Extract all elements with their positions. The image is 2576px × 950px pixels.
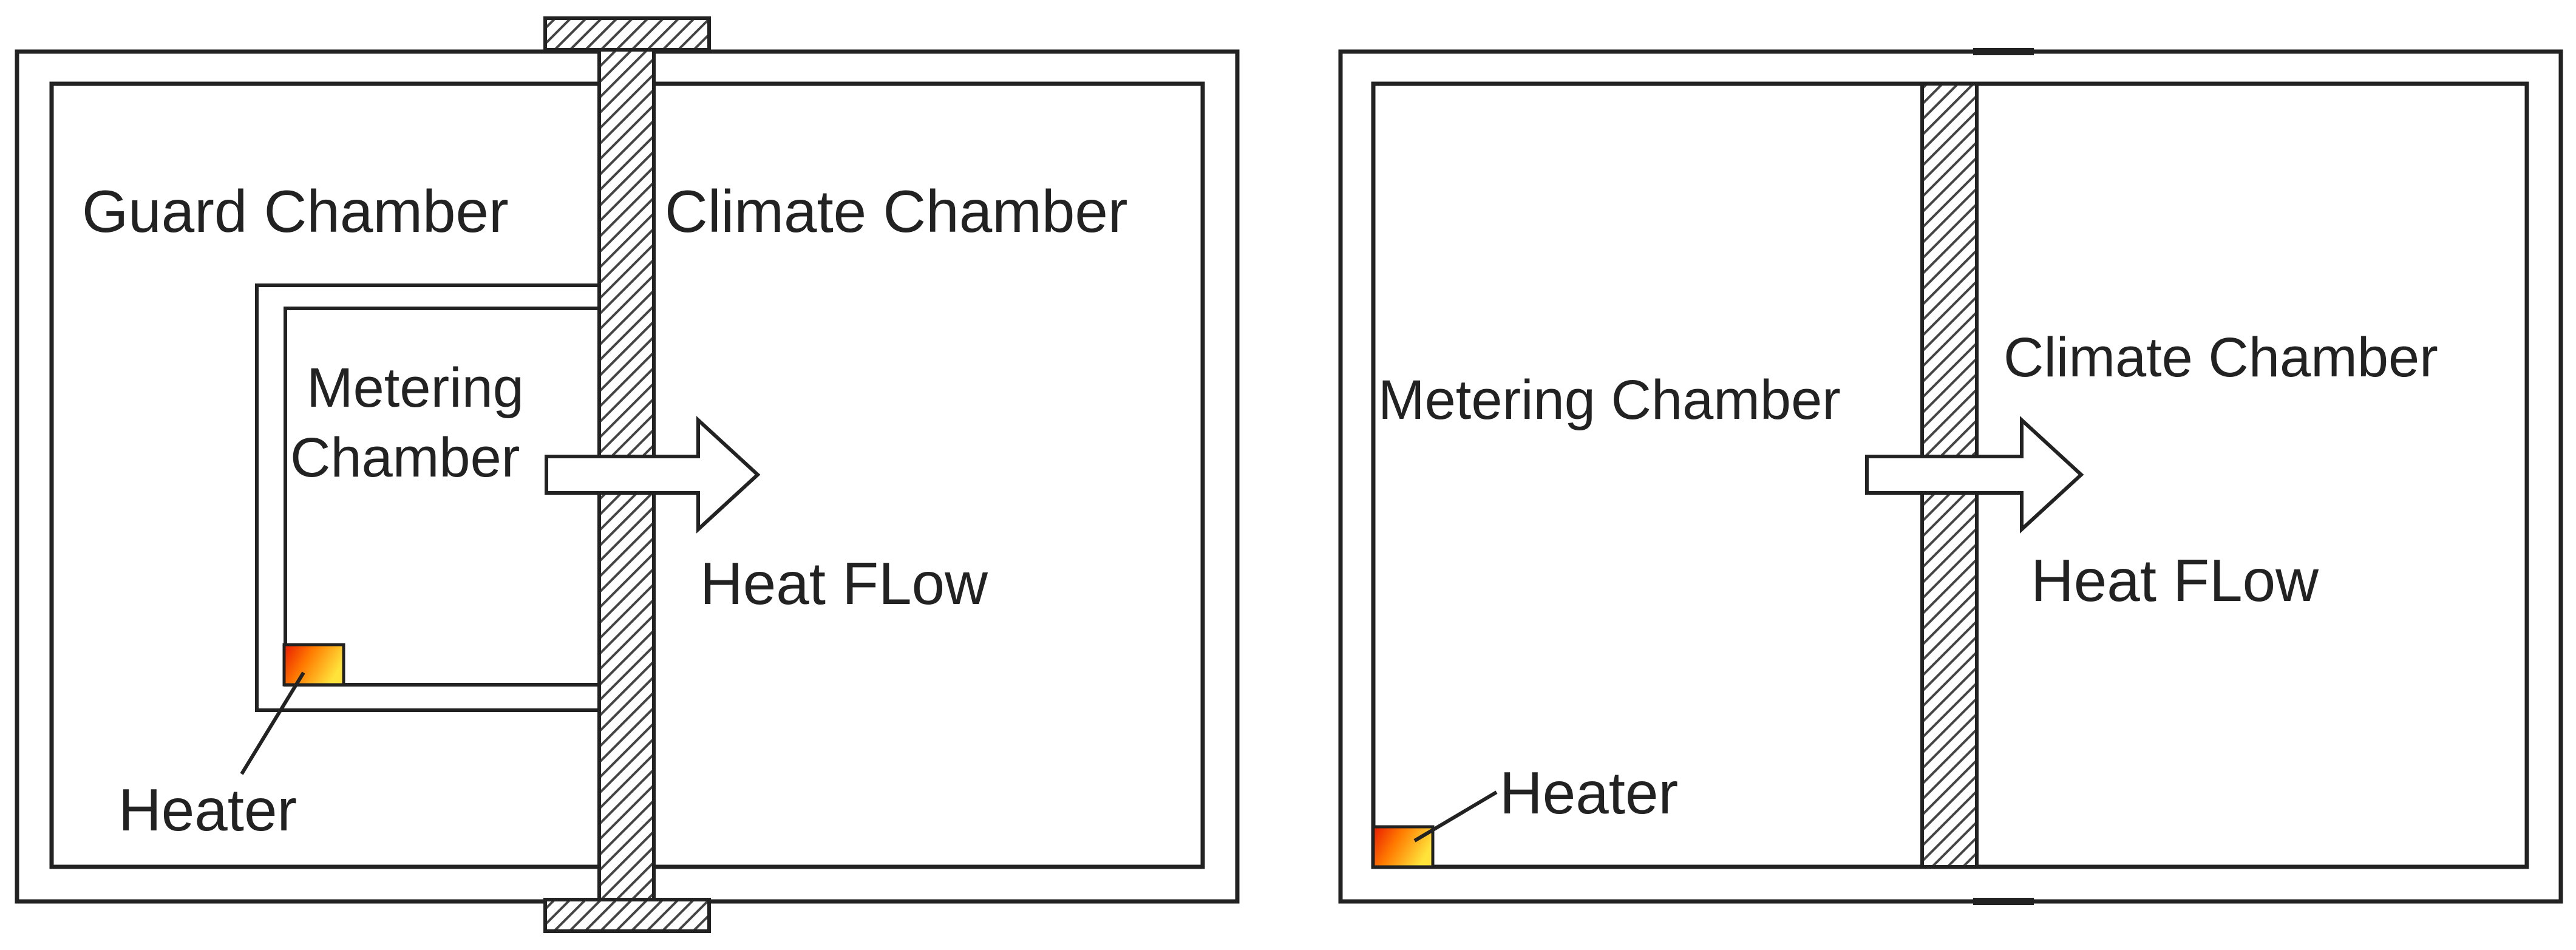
metering-chamber-label-line2: Chamber: [290, 427, 520, 489]
right-metering-chamber-label: Metering Chamber: [1378, 369, 1841, 431]
guard-chamber-label: Guard Chamber: [82, 178, 509, 245]
right-climate-chamber-label: Climate Chamber: [2003, 327, 2438, 388]
right-panel-calibrated-hot-box: Metering Chamber Climate Chamber Heat FL…: [1338, 48, 2563, 905]
left-heater-leader-line: [240, 671, 305, 775]
right-heat-flow-arrow: [1865, 416, 2084, 534]
right-heater: [1371, 825, 1435, 869]
metering-chamber-label-line1: Metering: [307, 357, 524, 419]
right-heater-label: Heater: [1500, 759, 1678, 826]
left-heat-flow-arrow: [545, 416, 761, 534]
left-panel-guarded-hot-box: Guard Chamber Climate Chamber Metering C…: [15, 16, 1240, 933]
left-heater: [282, 643, 345, 687]
right-heat-flow-label: Heat FLow: [2031, 547, 2319, 614]
left-heater-label: Heater: [118, 776, 297, 843]
right-heater-leader-line: [1413, 790, 1498, 843]
left-specimen-top-flange: [543, 16, 711, 52]
left-specimen-bottom-flange: [543, 898, 711, 933]
left-climate-chamber-label: Climate Chamber: [665, 178, 1127, 245]
left-heat-flow-label: Heat FLow: [700, 550, 988, 617]
right-outer-enclosure: [1338, 49, 2563, 904]
